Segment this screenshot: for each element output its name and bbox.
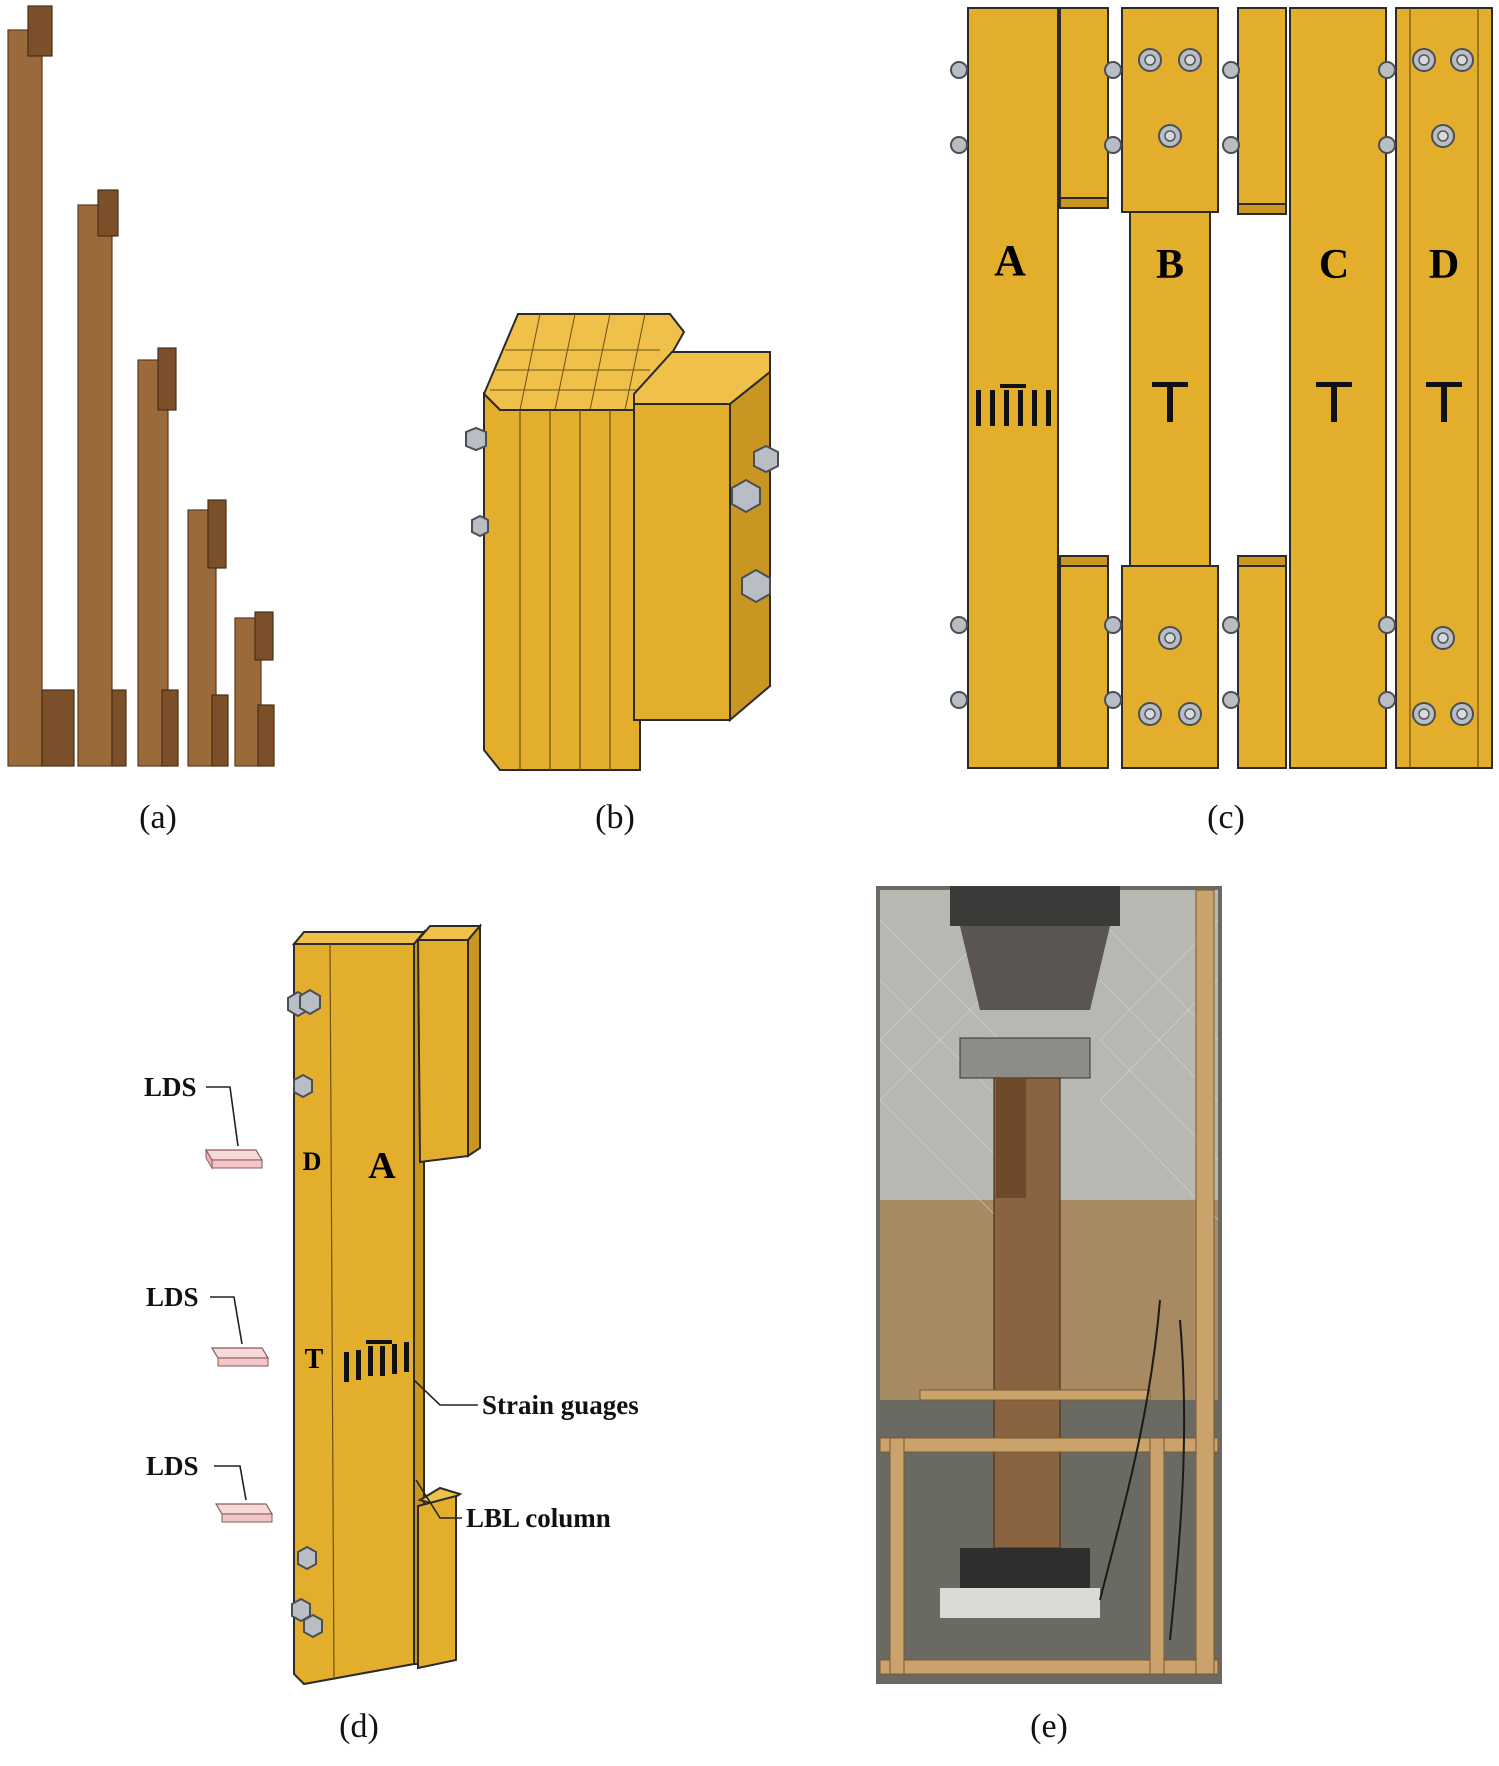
segment-label-a: A: [994, 236, 1026, 285]
test-setup-photo: [876, 886, 1222, 1684]
leader-lines: [206, 1086, 478, 1519]
lds-sensor-icon: [210, 1347, 270, 1367]
segment-c: C: [1237, 7, 1387, 769]
segment-label-c: C: [1319, 242, 1349, 288]
strain-gauge-icon: [1152, 382, 1188, 422]
specimen-photo-5: [234, 611, 275, 767]
lbl-column-model: A D T: [287, 923, 483, 1686]
specimen-photo-4: [187, 499, 229, 767]
segment-d: D: [1395, 7, 1493, 769]
caption-a: (a): [139, 799, 177, 836]
segment-b: B: [1121, 7, 1219, 769]
panel-e: (e): [876, 886, 1222, 1745]
caption-e: (e): [1030, 1708, 1068, 1745]
caption-d: (d): [339, 1708, 379, 1745]
lbl-column-label: LBL column: [466, 1503, 611, 1533]
caption-c: (c): [1207, 799, 1245, 836]
lds-label-2: LDS: [146, 1282, 199, 1312]
specimen-photo-1: [7, 5, 75, 767]
segment-label-d: D: [1429, 242, 1459, 288]
lds-label-1: LDS: [144, 1072, 197, 1102]
strain-gauge-icon: [1316, 382, 1352, 422]
lds-sensor-icon: [214, 1503, 274, 1523]
panel-b: (b): [465, 313, 779, 836]
panel-d: A D T: [144, 923, 639, 1745]
strain-gauge-icon: [1426, 382, 1462, 422]
strain-gauges-label: Strain guages: [482, 1390, 639, 1420]
bolt-icon: [950, 48, 1474, 726]
strain-gauge-icon: [344, 1340, 409, 1382]
lds-sensor-icon: [204, 1148, 264, 1170]
side-label-d: D: [303, 1147, 322, 1176]
column-label-a: A: [368, 1145, 396, 1187]
segment-label-b: B: [1156, 242, 1184, 288]
caption-b: (b): [595, 799, 635, 836]
strain-gauge-icon: [976, 384, 1051, 426]
panel-c: A B: [950, 7, 1493, 836]
side-label-t: T: [305, 1344, 324, 1375]
panel-a: (a): [7, 5, 275, 836]
segment-a: A: [967, 7, 1109, 769]
lds-label-3: LDS: [146, 1451, 199, 1481]
bolt-icon: [465, 426, 779, 604]
bolt-icon: [287, 988, 323, 1639]
specimen-photo-3: [137, 347, 179, 767]
column-3d-model: [465, 313, 779, 771]
specimen-photo-2: [77, 189, 127, 767]
